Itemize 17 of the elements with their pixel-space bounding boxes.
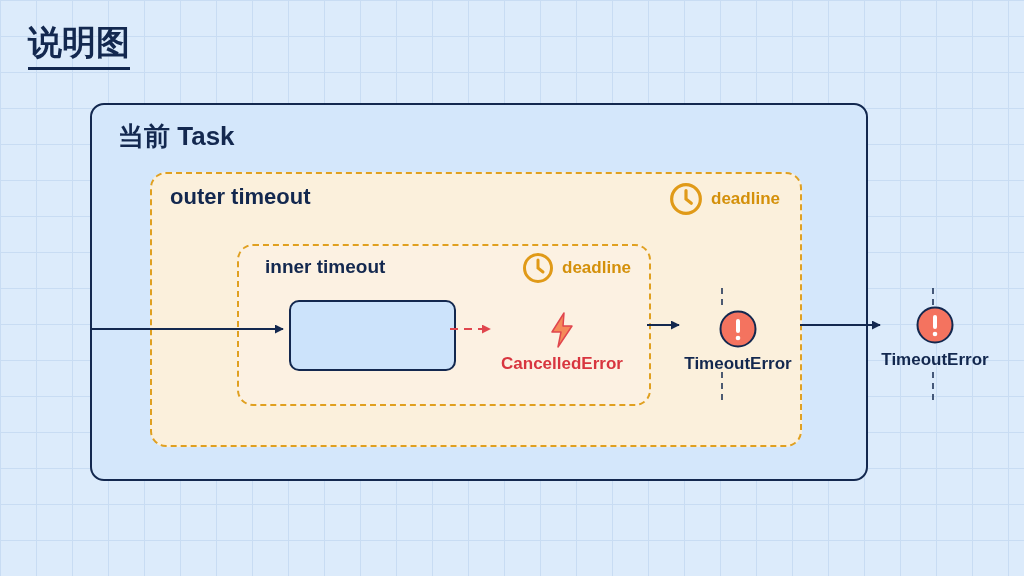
timeout-region <box>237 244 651 406</box>
process-box <box>289 300 456 371</box>
region-title: inner timeout <box>265 256 386 278</box>
arrow <box>646 320 680 330</box>
timeout-region <box>150 172 802 447</box>
region-title: outer timeout <box>170 184 311 210</box>
deadline-label: deadline <box>562 258 631 278</box>
arrow <box>449 324 491 334</box>
task-container <box>90 103 868 481</box>
arrow <box>89 324 284 334</box>
error-label: TimeoutError <box>881 350 989 370</box>
container-title: 当前 Task <box>118 120 235 153</box>
error-label: TimeoutError <box>684 354 792 374</box>
deadline-label: deadline <box>711 189 780 209</box>
error-label: CancelledError <box>501 354 623 374</box>
arrow <box>799 320 881 330</box>
diagram-title: 说明图 <box>28 24 130 71</box>
